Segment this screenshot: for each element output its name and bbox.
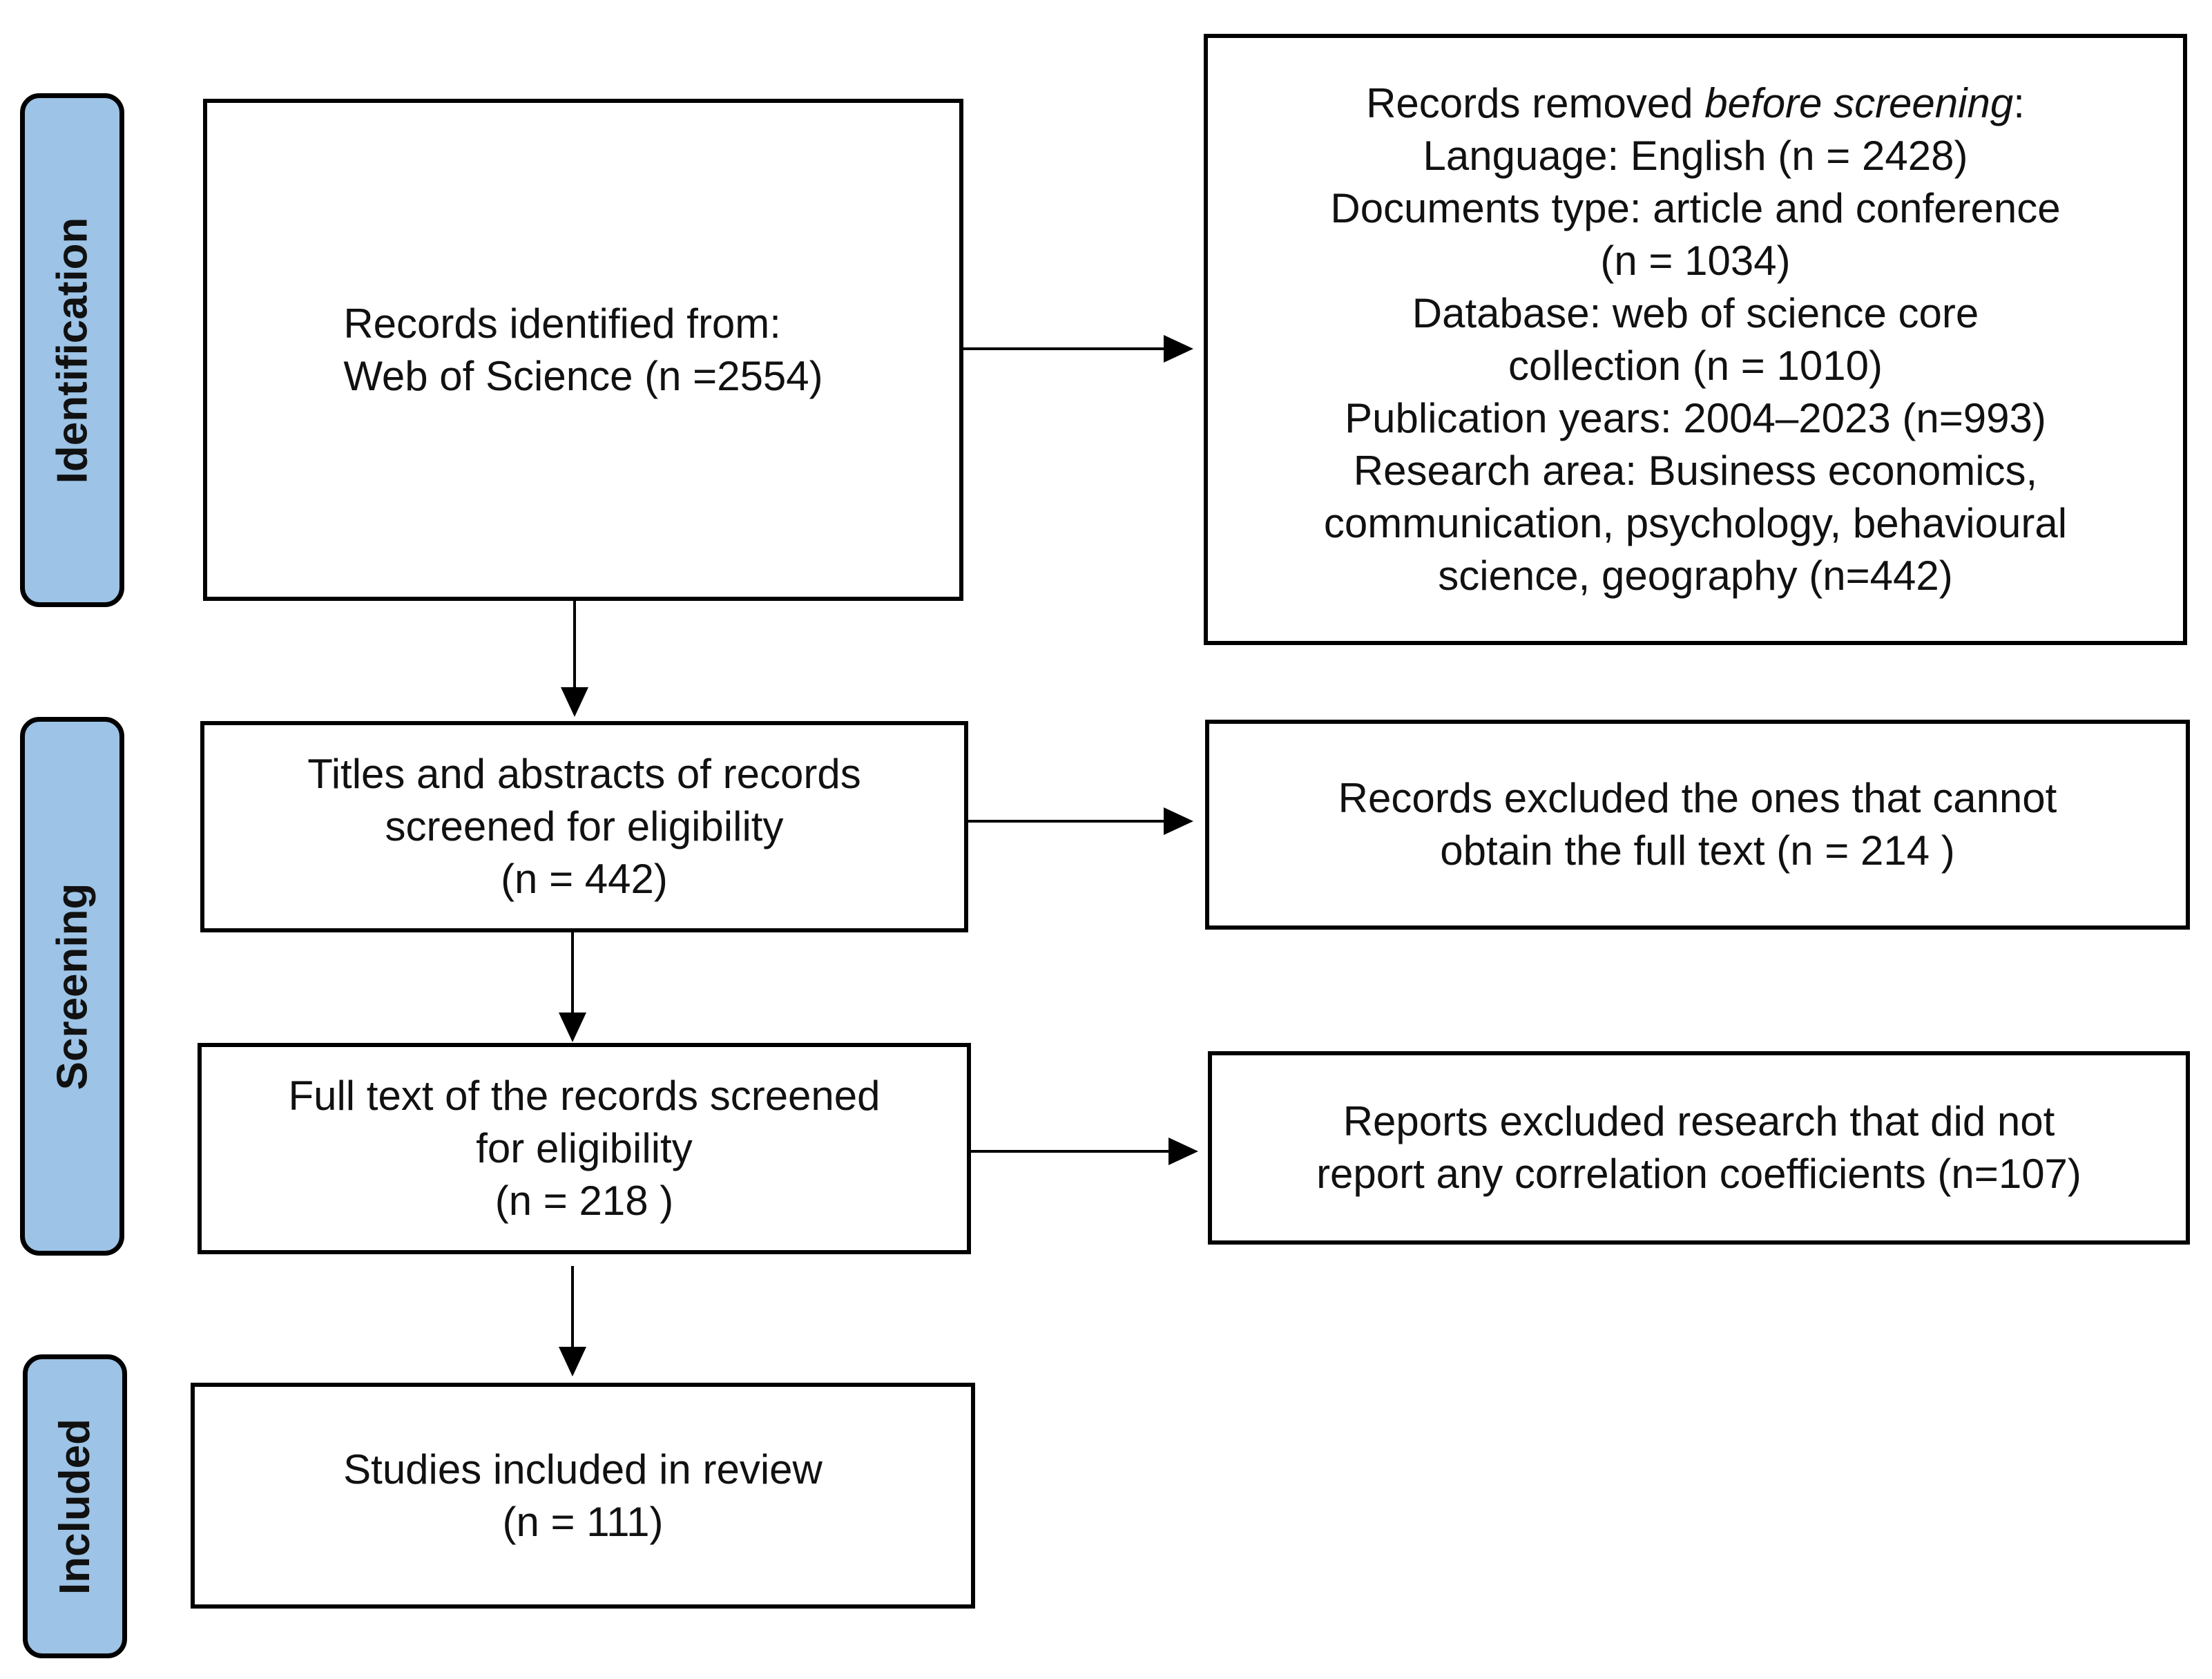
records-removed-heading: Records removed before screening:: [1324, 77, 2067, 130]
arrowhead-icon: [559, 1347, 586, 1376]
records-excluded-text: Records excluded the ones that cannot ob…: [1338, 775, 2057, 874]
records-removed-content: Records removed before screening: Langua…: [1324, 77, 2067, 602]
title-abstract-screen-box: Titles and abstracts of records screened…: [200, 721, 968, 932]
title-abstract-text: Titles and abstracts of records screened…: [307, 751, 861, 902]
reports-excluded-text: Reports excluded research that did not r…: [1316, 1098, 2081, 1197]
records-identified-text: Records identified from: Web of Science …: [343, 300, 823, 399]
stage-identification: Identification: [20, 93, 124, 607]
stage-screening: Screening: [20, 717, 124, 1256]
arrowhead-icon: [1168, 1138, 1198, 1165]
reports-excluded-box: Reports excluded research that did not r…: [1208, 1051, 2190, 1245]
heading-prefix: Records removed: [1366, 79, 1705, 126]
full-text-screen-box: Full text of the records screened for el…: [198, 1043, 971, 1254]
stage-included: Included: [23, 1354, 127, 1658]
full-text-text: Full text of the records screened for el…: [288, 1073, 881, 1224]
records-identified-box: Records identified from: Web of Science …: [203, 99, 963, 601]
arrowhead-icon: [1164, 335, 1193, 363]
arrowhead-icon: [1164, 807, 1193, 835]
heading-suffix: :: [2013, 79, 2025, 126]
records-removed-box: Records removed before screening: Langua…: [1204, 34, 2187, 645]
records-removed-details: Language: English (n = 2428) Documents t…: [1323, 132, 2068, 599]
records-excluded-box: Records excluded the ones that cannot ob…: [1205, 720, 2190, 930]
arrowhead-icon: [559, 1013, 586, 1042]
studies-included-box: Studies included in review (n = 111): [191, 1383, 975, 1609]
arrowhead-icon: [561, 687, 588, 717]
studies-included-text: Studies included in review (n = 111): [343, 1446, 823, 1545]
heading-emphasis: before screening: [1704, 79, 2014, 126]
